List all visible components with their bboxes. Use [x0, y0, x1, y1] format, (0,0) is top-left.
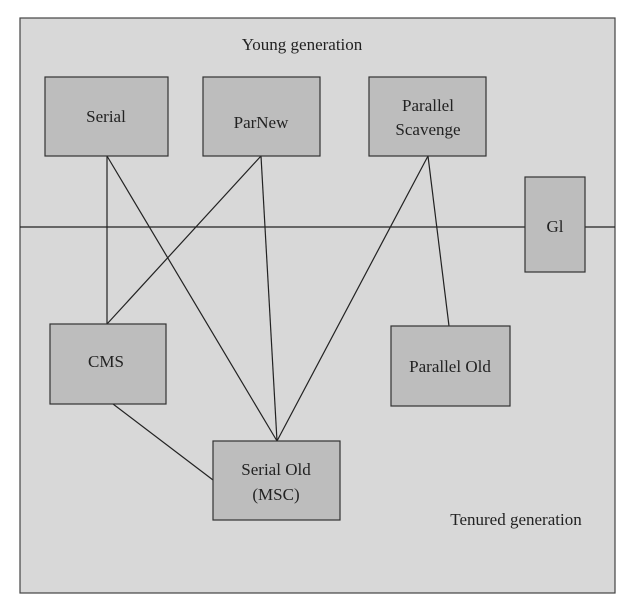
young-generation-label: Young generation: [242, 35, 363, 54]
collector-serial-old: Serial Old (MSC): [212, 440, 341, 521]
link-serial-serial-old: [106, 155, 278, 442]
collector-parallel-scavenge-box: [368, 76, 487, 157]
link-parallel-scavenge-parallel-old: [427, 155, 450, 327]
collector-parallel-scavenge-label-line1: Parallel: [402, 96, 454, 115]
collector-parnew-box: [202, 76, 321, 157]
tenured-generation-label: Tenured generation: [450, 510, 582, 529]
collector-parallel-old: Parallel Old: [390, 325, 511, 407]
collector-g1-label: Gl: [547, 217, 564, 236]
collector-parnew: ParNew: [202, 76, 321, 157]
collector-cms: CMS: [49, 323, 167, 405]
collector-serial: Serial: [44, 76, 169, 157]
collector-parallel-scavenge: Parallel Scavenge: [368, 76, 487, 157]
collector-parallel-old-box: [390, 325, 511, 407]
collector-serial-label: Serial: [86, 107, 126, 126]
collector-serial-old-box: [212, 440, 341, 521]
collector-serial-old-label-line1: Serial Old: [241, 460, 311, 479]
link-cms-serial-old: [112, 403, 214, 481]
collector-serial-box: [44, 76, 169, 157]
collector-cms-box: [49, 323, 167, 405]
collector-cms-label: CMS: [88, 352, 124, 371]
link-parnew-serial-old: [260, 155, 278, 442]
link-parnew-cms: [106, 155, 262, 325]
collector-parallel-scavenge-label-line2: Scavenge: [395, 120, 460, 139]
collector-serial-old-label-line2: (MSC): [252, 485, 299, 504]
collector-parallel-old-label: Parallel Old: [409, 357, 491, 376]
link-parallel-scavenge-serial-old: [276, 155, 429, 442]
connection-lines: [106, 155, 450, 481]
collector-g1-box: [524, 176, 586, 273]
collector-parnew-label: ParNew: [234, 113, 289, 132]
collector-g1: Gl: [524, 176, 586, 273]
